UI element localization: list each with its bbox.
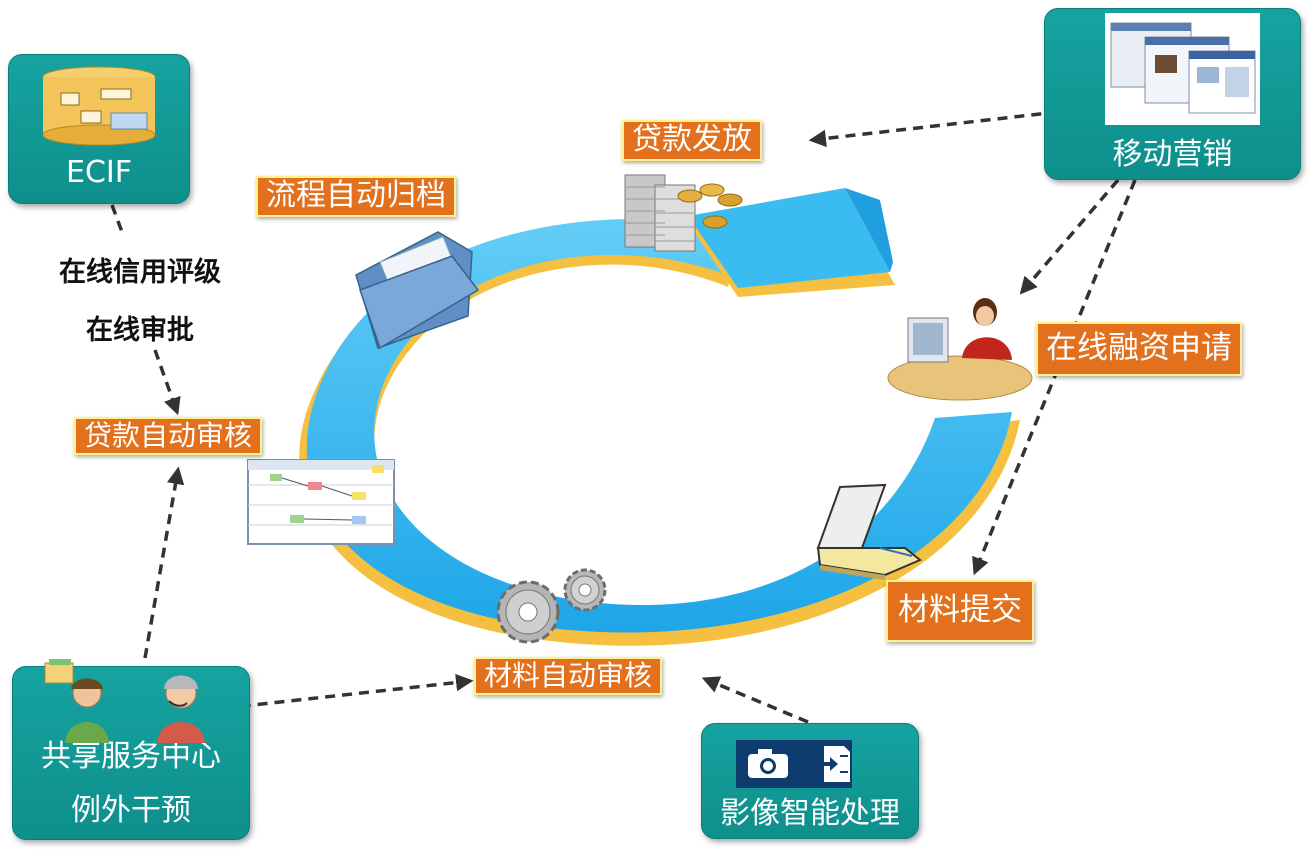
mobile-marketing-box: 移动营销 — [1044, 8, 1301, 180]
shared-service-box: 共享服务中心 例外干预 — [12, 659, 250, 840]
line-ecif-top — [110, 204, 124, 233]
stage-auto-material-review: 材料自动审核 — [474, 657, 663, 696]
mobile-marketing-label: 移动营销 — [1112, 137, 1233, 172]
stage-auto-loan-review: 贷款自动审核 — [74, 417, 263, 456]
stage-online-application: 在线融资申请 — [1036, 322, 1242, 376]
folder-icon — [355, 231, 480, 350]
stage-auto-archive: 流程自动归档 — [256, 176, 456, 217]
document-import-icon — [814, 746, 850, 782]
money-stack-icon — [624, 174, 743, 252]
ecif-label: ECIF — [65, 155, 132, 190]
connectors — [110, 108, 1137, 724]
cycle-arrowhead-side — [845, 188, 893, 272]
image-processing-box: 影像智能处理 — [701, 723, 919, 839]
ecif-box: ECIF — [8, 54, 190, 204]
stage-loan-disbursement: 贷款发放 — [622, 120, 762, 161]
stage-material-submit: 材料提交 — [886, 580, 1034, 642]
arrow-image-to-material-review — [701, 676, 809, 724]
cycle-arrowhead — [688, 188, 890, 288]
monitor-icon — [1105, 13, 1260, 125]
online-approval-text: 在线审批 — [86, 315, 194, 346]
arrow-shared-to-material-review — [189, 673, 474, 714]
arrow-ecif-to-loan-review — [153, 349, 181, 416]
gears-icon — [496, 568, 607, 644]
shared-service-label: 共享服务中心 — [41, 739, 221, 774]
office-worker-icon — [887, 298, 1033, 401]
scanner-icon — [816, 483, 922, 580]
image-processing-label: 影像智能处理 — [720, 796, 900, 831]
database-icon — [42, 66, 156, 146]
support-staff-icon — [44, 659, 205, 743]
exception-intervention-label: 例外干预 — [71, 793, 191, 828]
arrow-mobile-to-application — [1019, 178, 1120, 295]
workflow-diagram-icon — [247, 459, 395, 545]
arrow-mobile-to-disbursement — [808, 108, 1076, 148]
arrow-mobile-to-submission — [972, 179, 1137, 576]
arrow-shared-to-loan-review — [143, 466, 185, 659]
cycle-ring — [299, 188, 1020, 646]
online-credit-rating-text: 在线信用评级 — [59, 257, 221, 288]
